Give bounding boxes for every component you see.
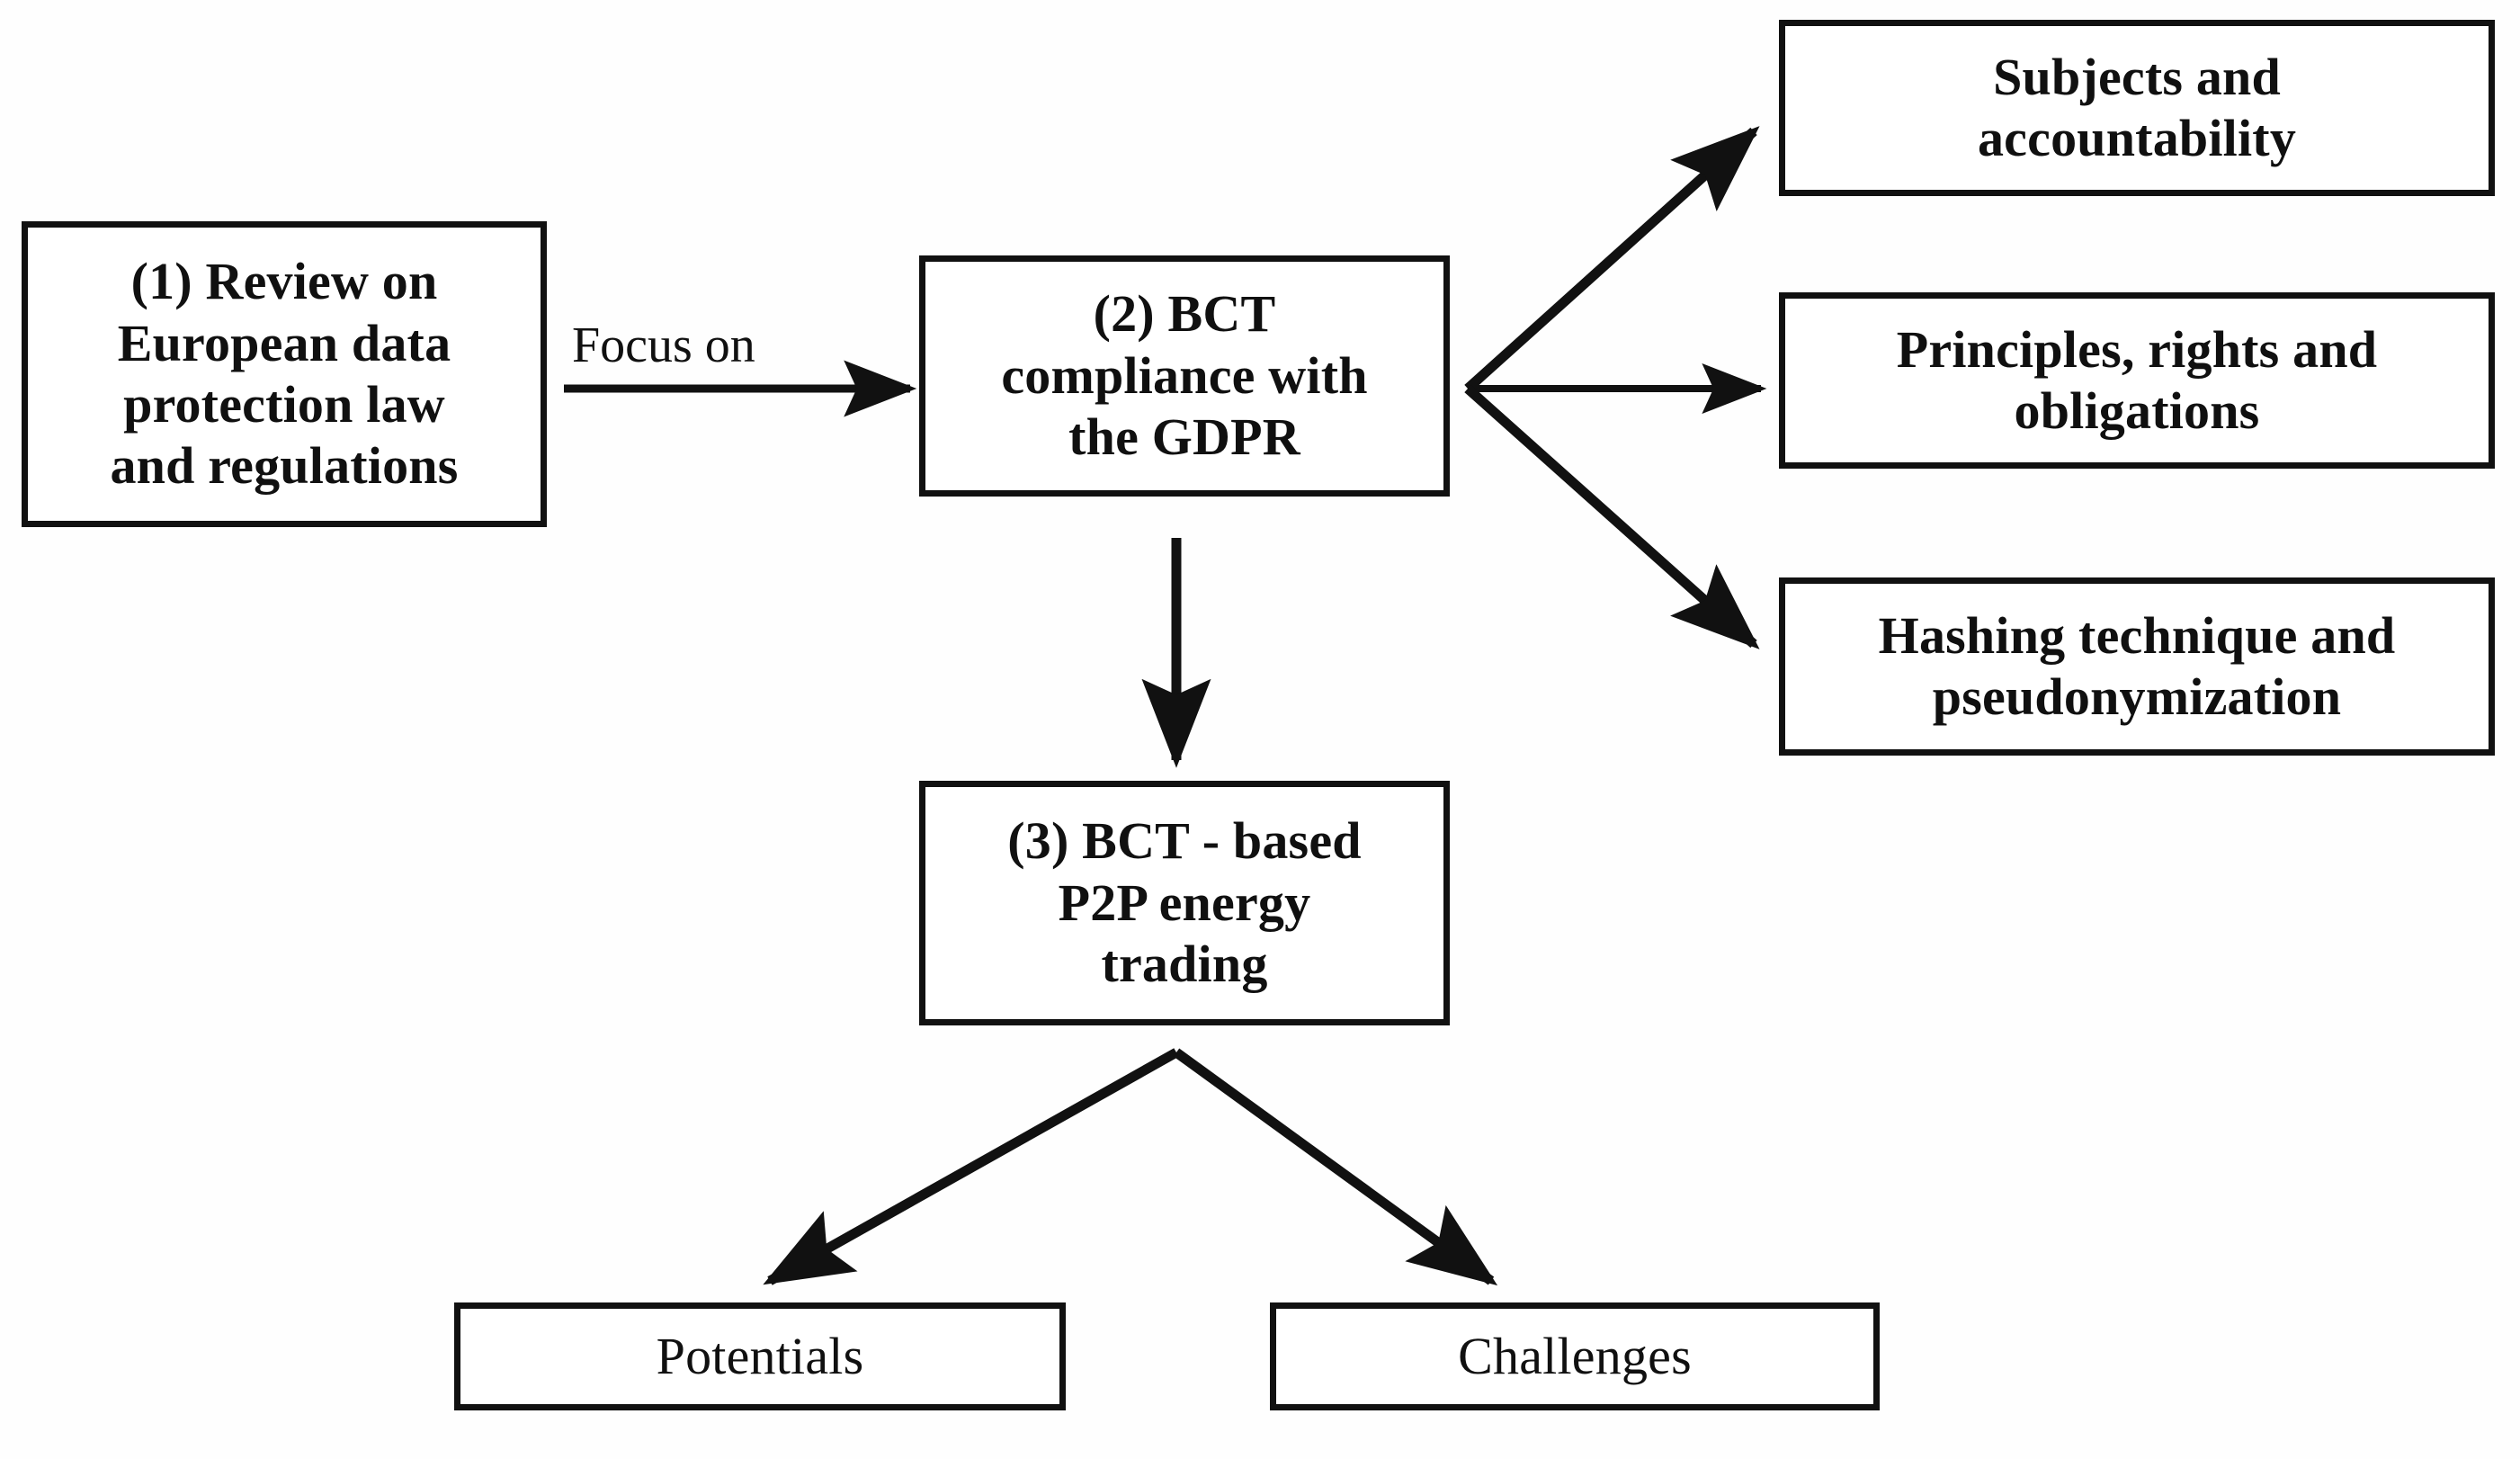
arrow-compliance-to-hashing (1464, 384, 1760, 649)
node-subjects-and-accountability[interactable]: Subjects and accountability (1779, 20, 2495, 196)
arrow-compliance-to-subjects (1464, 126, 1760, 393)
arrow-p2p-to-potentials (763, 1048, 1179, 1285)
node-review-label: (1) Review on European data protection l… (110, 252, 459, 496)
node-subjects-label: Subjects and accountability (1977, 47, 2297, 167)
node-review-on-european-data-protection-law[interactable]: (1) Review on European data protection l… (22, 221, 547, 527)
node-p2p-label: (3) BCT - based P2P energy trading (1007, 811, 1362, 994)
node-hashing-technique-and-pseudonymization[interactable]: Hashing technique and pseudonymization (1779, 577, 2495, 756)
node-principles-rights-and-obligations[interactable]: Principles, rights and obligations (1779, 292, 2495, 469)
node-potentials[interactable]: Potentials (454, 1302, 1066, 1410)
node-bct-based-p2p-energy-trading[interactable]: (3) BCT - based P2P energy trading (919, 781, 1450, 1025)
node-bct-compliance-with-the-gdpr[interactable]: (2) BCT compliance with the GDPR (919, 255, 1450, 497)
node-challenges-label: Challenges (1458, 1326, 1692, 1385)
node-potentials-label: Potentials (656, 1326, 864, 1385)
node-compliance-label: (2) BCT compliance with the GDPR (1001, 284, 1368, 467)
arrow-p2p-to-challenges (1173, 1048, 1498, 1286)
node-hashing-label: Hashing technique and pseudonymization (1878, 605, 2396, 726)
node-principles-label: Principles, rights and obligations (1896, 319, 2378, 440)
edge-label-focus-on: Focus on (572, 318, 755, 373)
node-challenges[interactable]: Challenges (1270, 1302, 1880, 1410)
